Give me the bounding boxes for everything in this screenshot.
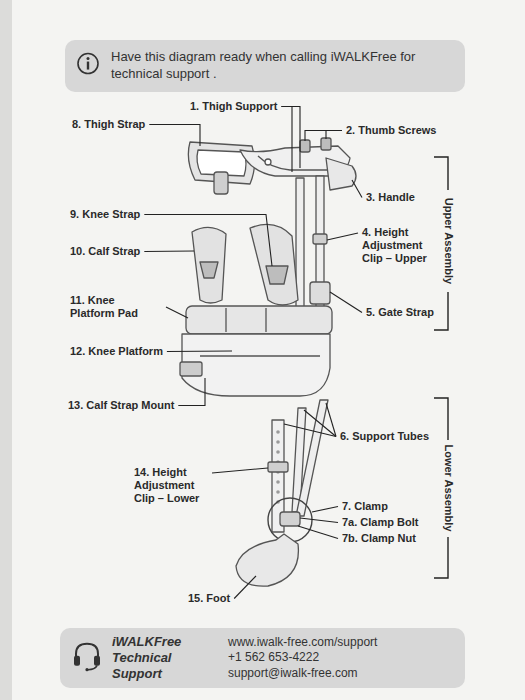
- part-callout: 5. Gate Strap: [366, 306, 434, 319]
- part-callout: 7b. Clamp Nut: [342, 532, 416, 545]
- part-callout: 12. Knee Platform: [70, 345, 163, 358]
- callout-holder: 8. Thigh Strap: [72, 118, 145, 131]
- leader-line: [312, 507, 338, 513]
- contact-line: www.iwalk-free.com/support: [228, 635, 377, 651]
- callout-holder: 13. Calf Strap Mount: [68, 399, 174, 412]
- info-banner: iWALKFree Technical Supportwww.iwalk-fre…: [60, 628, 465, 688]
- leader-line: [352, 180, 362, 198]
- callout-holder: 4. Height Adjustment Clip – Upper: [362, 226, 434, 265]
- callout-holder: 7b. Clamp Nut: [342, 532, 416, 545]
- part-callout: 14. Height Adjustment Clip – Lower: [134, 466, 208, 505]
- callout-holder: 14. Height Adjustment Clip – Lower: [134, 466, 208, 505]
- assembly-label: Upper Assembly: [442, 198, 455, 284]
- leader-line: [166, 307, 188, 318]
- leader-line: [212, 468, 268, 473]
- part-callout: 13. Calf Strap Mount: [68, 399, 174, 412]
- leader-line: [304, 410, 336, 437]
- callout-holder: 11. Knee Platform Pad: [70, 294, 162, 320]
- leader-line: [300, 518, 338, 523]
- leader-line: [326, 403, 336, 437]
- leader-line: [167, 350, 232, 352]
- callout-holder: 15. Foot: [188, 592, 230, 605]
- contact-column: www.iwalk-free.com/support+1 562 653-422…: [220, 635, 377, 682]
- part-callout: 1. Thigh Support: [190, 100, 277, 113]
- part-callout: 4. Height Adjustment Clip – Upper: [362, 226, 434, 265]
- headset-icon: [70, 639, 104, 678]
- part-callout: 3. Handle: [366, 191, 415, 204]
- part-callout: 15. Foot: [188, 592, 230, 605]
- leader-line: [330, 292, 362, 313]
- leader-line: [327, 233, 358, 240]
- callout-holder: 9. Knee Strap: [70, 208, 140, 221]
- leader-line: [281, 107, 292, 173]
- leader-line: [144, 215, 272, 267]
- leader-line: [144, 250, 194, 252]
- assembly-label-holder: Lower Assembly: [442, 444, 455, 531]
- part-callout: 9. Knee Strap: [70, 208, 140, 221]
- callout-holder: 6. Support Tubes: [340, 430, 429, 443]
- callout-holder: 1. Thigh Support: [190, 100, 277, 113]
- contact-line: support@iwalk-free.com: [228, 666, 377, 682]
- banner-text: Have this diagram ready when calling iWA…: [111, 49, 451, 83]
- callout-holder: 5. Gate Strap: [366, 306, 434, 319]
- callout-holder: 2. Thumb Screws: [346, 124, 436, 137]
- contact-line: +1 562 653-4222: [228, 650, 377, 666]
- assembly-label-holder: Upper Assembly: [442, 198, 455, 284]
- part-callout: 10. Calf Strap: [70, 245, 140, 258]
- support-heading-column: iWALKFree Technical Support: [112, 634, 220, 682]
- leader-line: [305, 131, 342, 142]
- leader-line: [298, 526, 338, 539]
- support-heading: iWALKFree Technical Support: [112, 634, 220, 682]
- leader-line: [149, 125, 200, 147]
- leader-line: [178, 378, 205, 406]
- callout-holder: 7. Clamp: [342, 500, 388, 513]
- leader-line: [234, 576, 256, 599]
- paper-edge: [0, 0, 12, 700]
- assembly-label: Lower Assembly: [442, 444, 455, 531]
- info-banner: Have this diagram ready when calling iWA…: [65, 40, 465, 92]
- callout-holder: 12. Knee Platform: [70, 345, 163, 358]
- callout-holder: 10. Calf Strap: [70, 245, 140, 258]
- leader-line: [281, 107, 300, 169]
- info-icon: [75, 51, 101, 82]
- part-callout: 7. Clamp: [342, 500, 388, 513]
- part-callout: 7a. Clamp Bolt: [342, 516, 418, 529]
- part-callout: 2. Thumb Screws: [346, 124, 436, 137]
- part-callout: 6. Support Tubes: [340, 430, 429, 443]
- callout-holder: 7a. Clamp Bolt: [342, 516, 418, 529]
- callout-holder: 3. Handle: [366, 191, 415, 204]
- leader-line: [326, 131, 342, 140]
- part-callout: 8. Thigh Strap: [72, 118, 145, 131]
- part-callout: 11. Knee Platform Pad: [70, 294, 162, 320]
